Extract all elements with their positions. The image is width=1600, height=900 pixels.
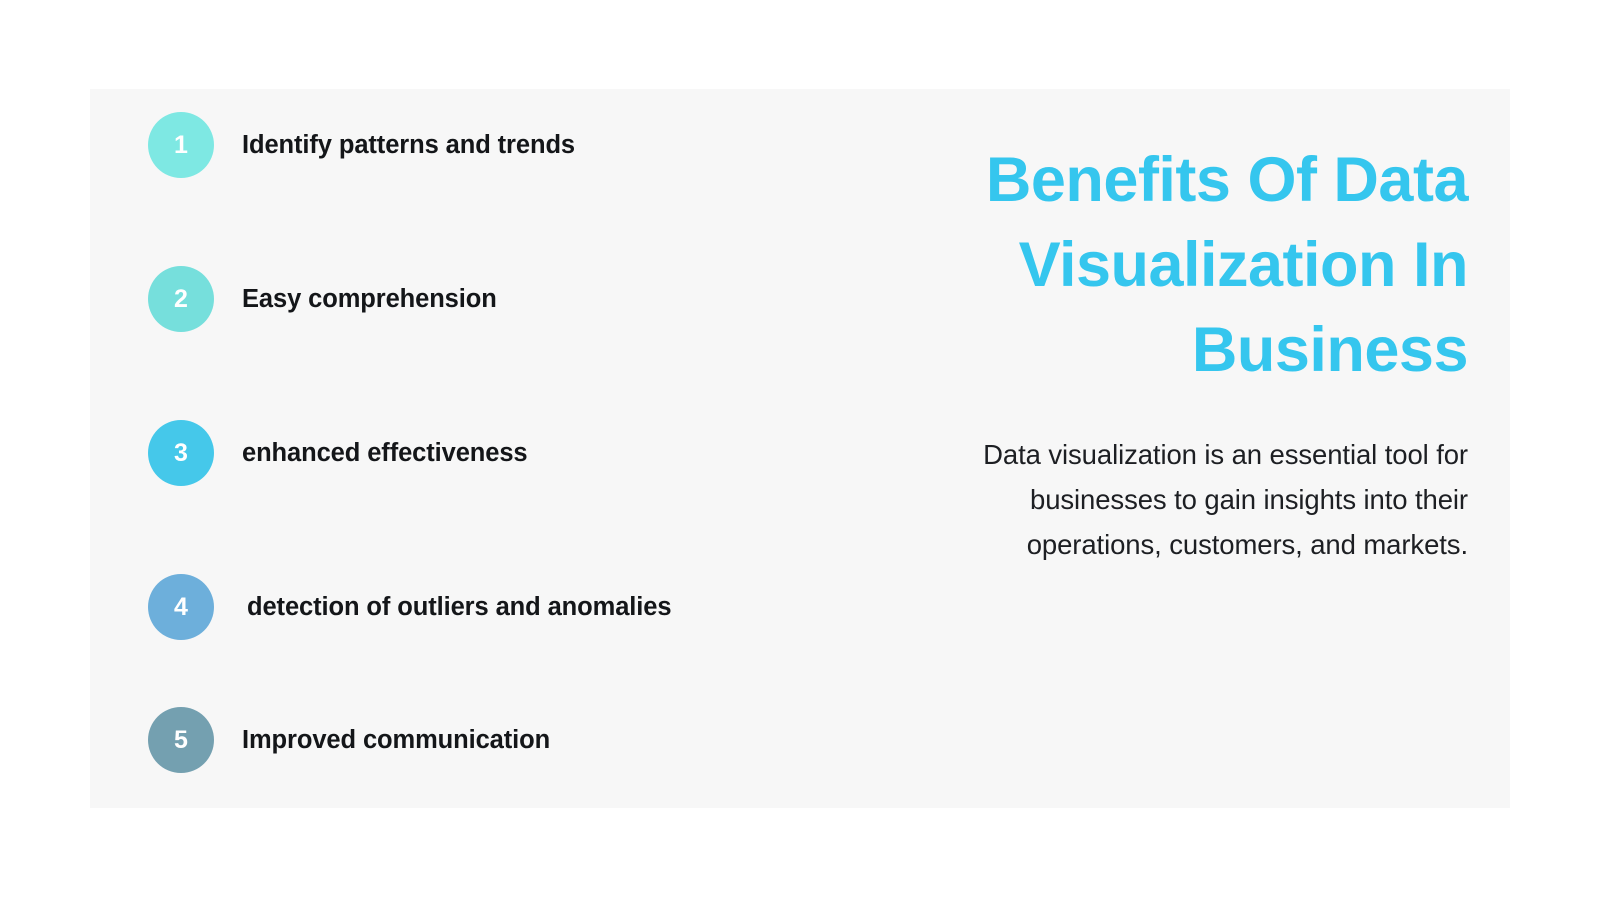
benefit-label-5: Improved communication — [242, 725, 551, 754]
list-item: 4 detection of outliers and anomalies — [148, 574, 672, 640]
list-item: 1 Identify patterns and trends — [148, 112, 575, 178]
description-text: Data visualization is an essential tool … — [983, 439, 1468, 560]
page-title: Benefits Of Data Visualization In Busine… — [985, 145, 1469, 385]
list-item: 3 enhanced effectiveness — [148, 420, 528, 486]
benefit-number-badge-1: 1 — [148, 112, 214, 178]
list-item: 2 Easy comprehension — [148, 266, 497, 332]
right-column: Benefits Of Data Visualization In Busine… — [928, 89, 1468, 567]
benefit-number-badge-3: 3 — [148, 420, 214, 486]
benefit-number-badge-5: 5 — [148, 707, 214, 773]
benefit-label-3: enhanced effectiveness — [242, 438, 528, 467]
content-card: 1 Identify patterns and trends 2 Easy co… — [90, 89, 1510, 808]
benefit-label-1: Identify patterns and trends — [242, 130, 575, 159]
benefit-number-badge-2: 2 — [148, 266, 214, 332]
benefit-list: 1 Identify patterns and trends 2 Easy co… — [148, 89, 908, 808]
benefit-number-badge-4: 4 — [148, 574, 214, 640]
benefit-label-2: Easy comprehension — [242, 284, 497, 313]
list-item: 5 Improved communication — [148, 707, 550, 773]
benefit-label-4: detection of outliers and anomalies — [247, 592, 672, 621]
